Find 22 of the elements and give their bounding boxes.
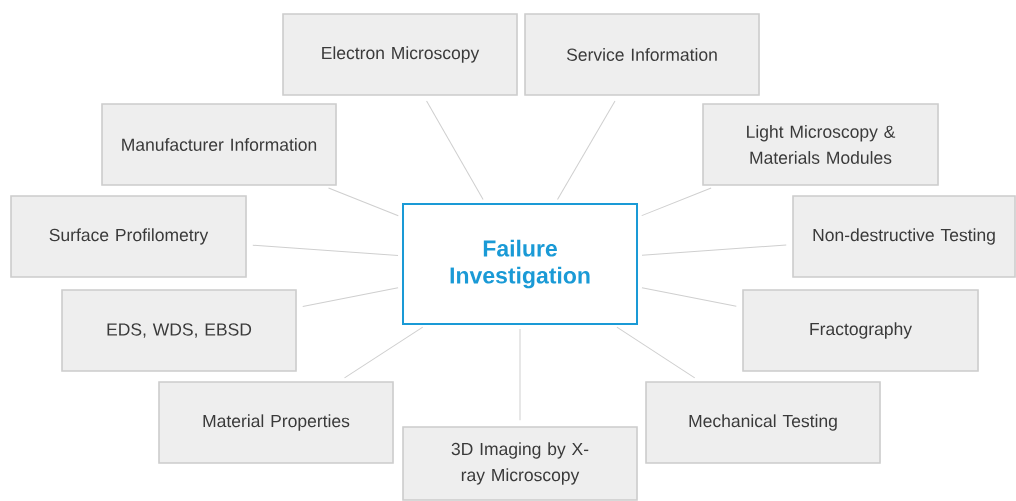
topic-box: 3D Imaging by X-ray Microscopy xyxy=(402,426,638,501)
connector-line xyxy=(641,287,737,307)
topic-box: Surface Profilometry xyxy=(10,195,247,278)
topic-box: Electron Microscopy xyxy=(282,13,518,96)
hub-box: Failure Investigation xyxy=(402,203,638,325)
topic-box: Light Microscopy & Materials Modules xyxy=(702,103,939,186)
topic-box: Service Information xyxy=(524,13,760,96)
connector-line xyxy=(328,187,399,217)
topic-box: Material Properties xyxy=(158,381,394,464)
connector-line xyxy=(426,100,484,201)
topic-box: Manufacturer Information xyxy=(101,103,337,186)
connector-line xyxy=(641,244,787,256)
connector-line xyxy=(302,287,399,307)
topic-box: EDS, WDS, EBSD xyxy=(61,289,297,372)
connector-line xyxy=(641,187,712,217)
connector-line xyxy=(616,326,696,379)
connector-line xyxy=(344,326,424,379)
connector-line xyxy=(252,244,399,256)
topic-box: Mechanical Testing xyxy=(645,381,881,464)
topic-box: Non-destructive Testing xyxy=(792,195,1016,278)
connector-line xyxy=(557,100,616,201)
topic-box: Fractography xyxy=(742,289,979,372)
